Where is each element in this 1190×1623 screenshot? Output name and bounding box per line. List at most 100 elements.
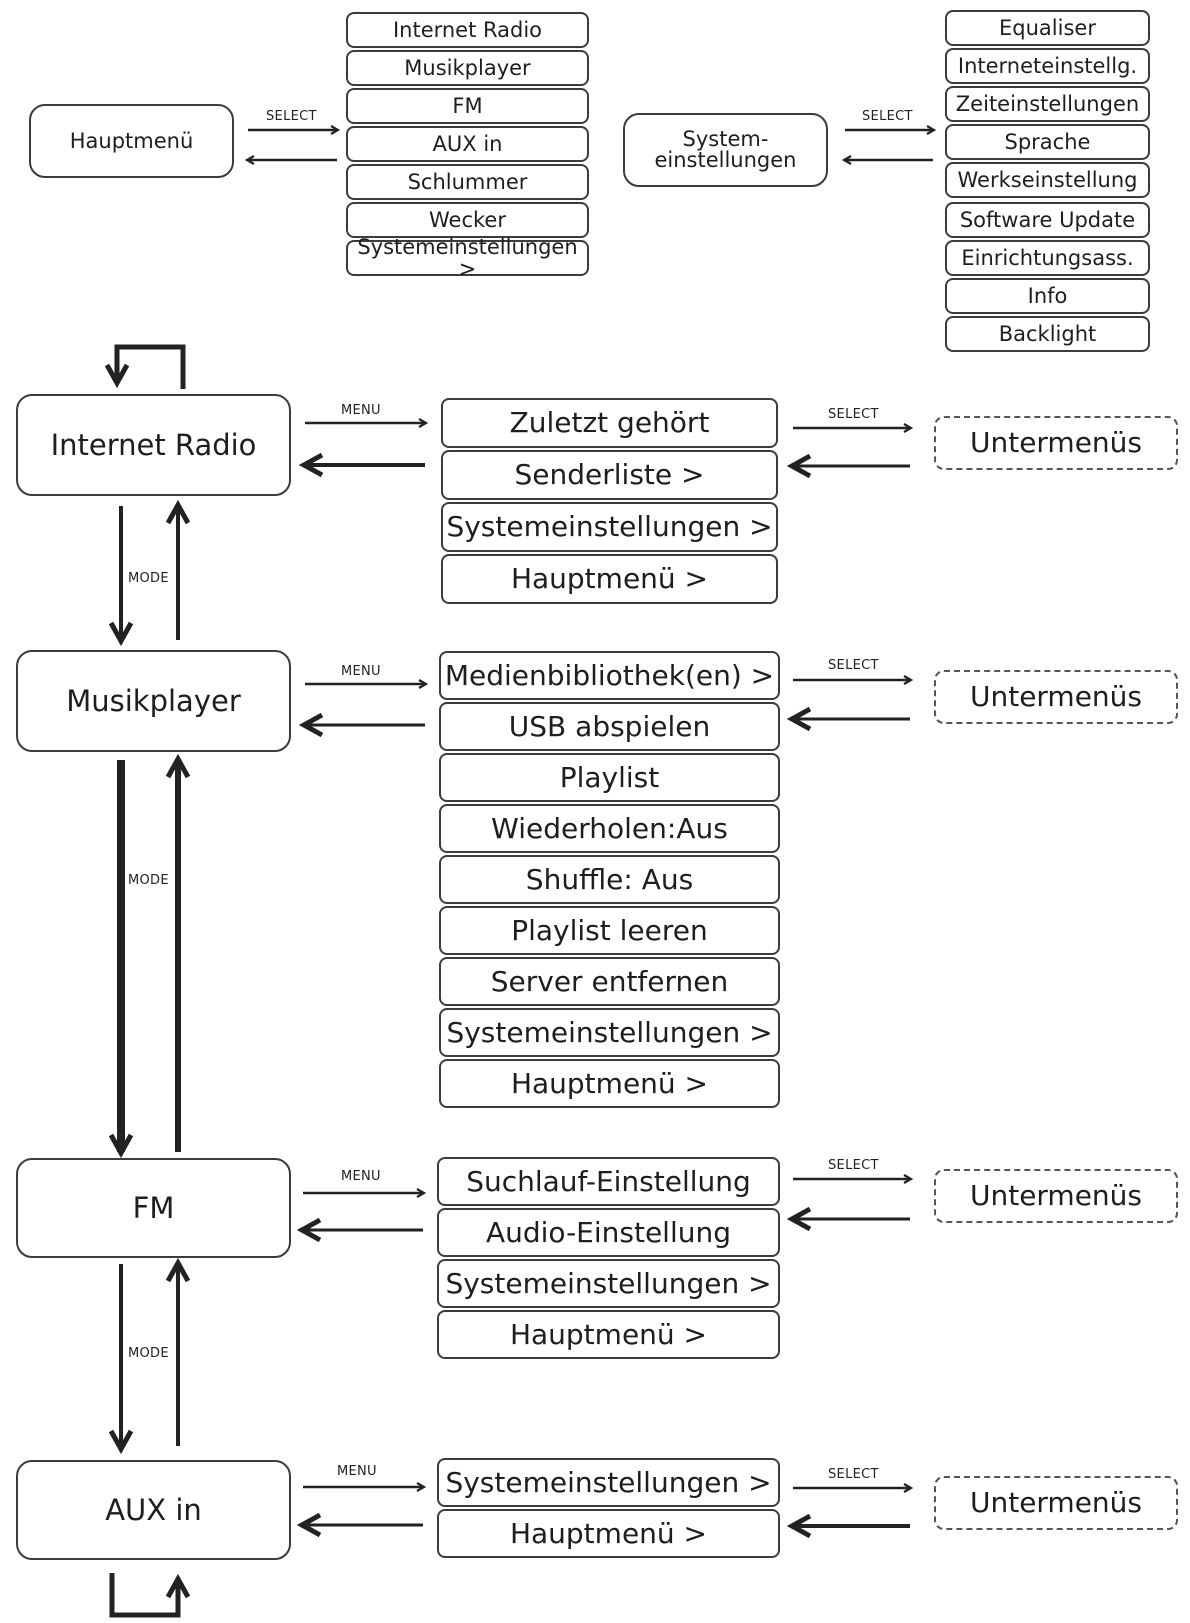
submenus-box: Untermenüs: [934, 1476, 1178, 1530]
menu-item-label: Playlist leeren: [511, 913, 708, 947]
main-menu-item: Schlummer: [346, 164, 589, 200]
system-settings-item: Werkseinstellung: [945, 162, 1150, 198]
menu-item-label: Playlist: [559, 760, 660, 794]
select-label: SELECT: [828, 1467, 879, 1482]
menu-label: MENU: [337, 1464, 377, 1479]
system-settings-item-label: Sprache: [1004, 129, 1091, 154]
system-settings-item-label: Einrichtungsass.: [961, 245, 1134, 270]
submenus-label: Untermenüs: [969, 426, 1143, 460]
system-settings-item-label: Backlight: [998, 321, 1097, 346]
menu-item: Hauptmenü >: [437, 1509, 780, 1558]
system-settings-node: System- einstellungen: [623, 113, 828, 187]
menu-item-label: Suchlauf-Einstellung: [466, 1164, 751, 1198]
main-menu-item: Wecker: [346, 202, 589, 238]
system-settings-item: Info: [945, 278, 1150, 314]
select-label-top-right: SELECT: [862, 109, 913, 124]
mode-label: Musikplayer: [66, 683, 241, 718]
menu-item: Shuffle: Aus: [439, 855, 780, 904]
menu-item: Hauptmenü >: [441, 554, 778, 604]
menu-item: Zuletzt gehört: [441, 398, 778, 448]
system-settings-item-label: Equaliser: [999, 15, 1096, 40]
main-menu-node: Hauptmenü: [29, 104, 234, 178]
submenus-label: Untermenüs: [969, 1486, 1143, 1520]
menu-item: Playlist leeren: [439, 906, 780, 955]
submenus-label: Untermenüs: [969, 1179, 1143, 1213]
main-menu-item-label: Internet Radio: [392, 17, 543, 42]
system-settings-item: Software Update: [945, 202, 1150, 238]
menu-label: MENU: [341, 664, 381, 679]
system-settings-item: Einrichtungsass.: [945, 240, 1150, 276]
mode-label: Internet Radio: [50, 427, 257, 462]
main-menu-item-label: Schlummer: [407, 169, 528, 194]
main-menu-item: Musikplayer: [346, 50, 589, 86]
system-settings-item: Equaliser: [945, 10, 1150, 46]
menu-item: Systemeinstellungen >: [437, 1259, 780, 1308]
menu-item: Hauptmenü >: [437, 1310, 780, 1359]
menu-item-label: Hauptmenü >: [509, 1516, 708, 1550]
menu-item: Hauptmenü >: [439, 1059, 780, 1108]
main-menu-item: Internet Radio: [346, 12, 589, 48]
menu-item: Playlist: [439, 753, 780, 802]
menu-item-label: Wiederholen:Aus: [491, 811, 728, 845]
menu-item-label: Zuletzt gehört: [509, 406, 710, 440]
menu-item-label: Systemeinstellungen >: [445, 1266, 772, 1300]
main-menu-item-label: Systemeinstellungen >: [357, 234, 578, 281]
menu-item-label: Hauptmenü >: [510, 1066, 709, 1100]
system-settings-item-label: Interneteinstellg.: [957, 53, 1138, 78]
main-menu-item-label: AUX in: [432, 131, 503, 156]
menu-item-label: Systemeinstellungen >: [446, 1015, 773, 1049]
main-menu-item: FM: [346, 88, 589, 124]
menu-item: Systemeinstellungen >: [437, 1458, 780, 1507]
menu-item-label: Server entfernen: [490, 964, 729, 998]
menu-item: Audio-Einstellung: [437, 1208, 780, 1257]
mode-label: FM: [132, 1190, 175, 1225]
menu-item-label: USB abspielen: [508, 709, 711, 743]
select-label-top-left: SELECT: [266, 109, 317, 124]
mode-label-3: MODE: [128, 1346, 169, 1361]
mode-label: AUX in: [105, 1492, 202, 1527]
menu-item-label: Medienbibliothek(en) >: [444, 658, 775, 692]
submenus-box: Untermenüs: [934, 670, 1178, 724]
menu-item: Systemeinstellungen >: [441, 502, 778, 552]
system-settings-item: Interneteinstellg.: [945, 48, 1150, 84]
system-settings-item-label: Werkseinstellung: [957, 167, 1138, 192]
menu-label: MENU: [341, 403, 381, 418]
main-menu-item: AUX in: [346, 126, 589, 162]
select-label: SELECT: [828, 407, 879, 422]
main-menu-item-label: FM: [452, 93, 483, 118]
menu-item-label: Hauptmenü >: [510, 562, 709, 596]
mode-label-1: MODE: [128, 571, 169, 586]
menu-label: MENU: [341, 1169, 381, 1184]
select-label: SELECT: [828, 1158, 879, 1173]
main-menu-item-label: Musikplayer: [404, 55, 531, 80]
menu-item: Systemeinstellungen >: [439, 1008, 780, 1057]
menu-item: Server entfernen: [439, 957, 780, 1006]
mode-fm: FM: [16, 1158, 291, 1258]
system-settings-item: Zeiteinstellungen: [945, 86, 1150, 122]
mode-internet-radio: Internet Radio: [16, 394, 291, 496]
submenus-box: Untermenüs: [934, 1169, 1178, 1223]
submenus-label: Untermenüs: [969, 680, 1143, 714]
select-label: SELECT: [828, 658, 879, 673]
system-settings-item: Sprache: [945, 124, 1150, 160]
system-settings-title-line2: einstellungen: [654, 148, 797, 172]
system-settings-item-label: Info: [1027, 283, 1068, 308]
mode-label-2: MODE: [128, 873, 169, 888]
menu-item-label: Senderliste >: [514, 458, 705, 492]
system-settings-item-label: Zeiteinstellungen: [955, 91, 1140, 116]
menu-item-label: Hauptmenü >: [509, 1317, 708, 1351]
menu-item-label: Audio-Einstellung: [485, 1215, 732, 1249]
menu-item-label: Shuffle: Aus: [525, 862, 694, 896]
menu-item-label: Systemeinstellungen >: [446, 510, 773, 544]
system-settings-title-line1: System-: [682, 127, 769, 151]
submenus-box: Untermenüs: [934, 416, 1178, 470]
menu-item: Wiederholen:Aus: [439, 804, 780, 853]
menu-item-label: Systemeinstellungen >: [445, 1465, 772, 1499]
menu-item: Suchlauf-Einstellung: [437, 1157, 780, 1206]
menu-item: Medienbibliothek(en) >: [439, 651, 780, 700]
main-menu-item: Systemeinstellungen >: [346, 236, 589, 280]
menu-item: USB abspielen: [439, 702, 780, 751]
menu-item: Senderliste >: [441, 450, 778, 500]
mode-aux-in: AUX in: [16, 1460, 291, 1560]
